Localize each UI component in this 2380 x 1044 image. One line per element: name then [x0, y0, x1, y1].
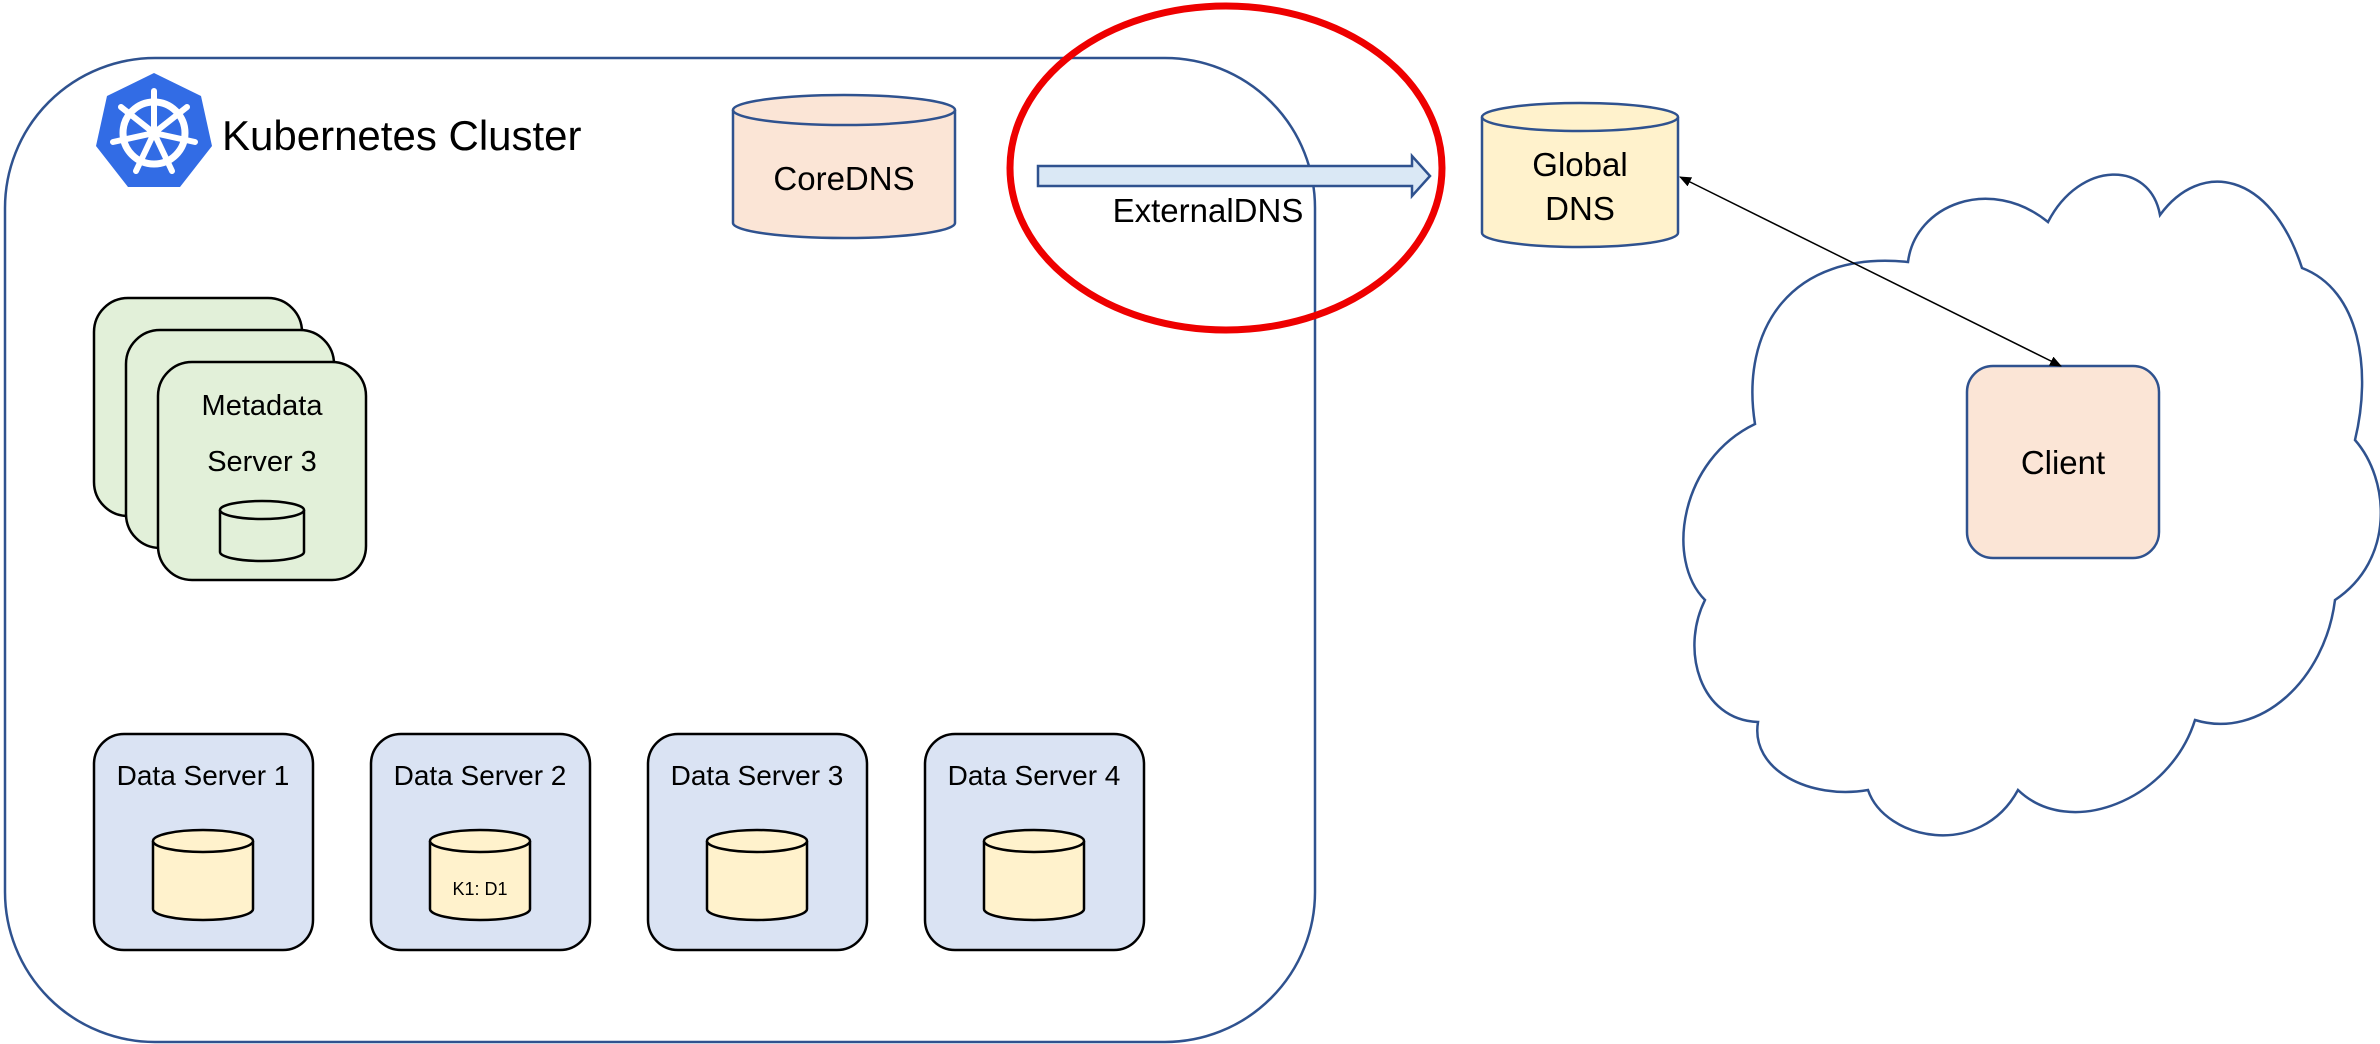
data-server-label: Data Server 3 — [671, 760, 844, 791]
cluster-title: Kubernetes Cluster — [222, 112, 582, 159]
data-database-icon — [151, 828, 255, 922]
coredns-label: CoreDNS — [773, 160, 914, 197]
client-label: Client — [2021, 444, 2105, 481]
external-dns-arrow: ExternalDNS — [1036, 152, 1432, 229]
global-dns-line1: Global — [1532, 146, 1627, 183]
metadata-database-icon — [218, 499, 306, 563]
highlight-circle — [1006, 2, 1446, 334]
dns-client-connector — [1679, 176, 2062, 367]
data-server-2: Data Server 2 K1: D1 — [369, 732, 592, 952]
data-server-1: Data Server 1 — [92, 732, 315, 952]
data-server-label: Data Server 4 — [948, 760, 1121, 791]
metadata-server-line1: Metadata — [202, 390, 324, 422]
data-database-icon — [982, 828, 1086, 922]
global-dns-database: Global DNS — [1480, 101, 1680, 249]
external-dns-label: ExternalDNS — [1113, 192, 1304, 229]
metadata-server-line2: Server 3 — [207, 446, 317, 478]
data-server-label: Data Server 2 — [394, 760, 567, 791]
data-server-3: Data Server 3 — [646, 732, 869, 952]
metadata-server-card-front — [156, 360, 368, 582]
data-database-icon — [705, 828, 809, 922]
client-node: Client — [1965, 364, 2161, 560]
data-server-label: Data Server 1 — [117, 760, 290, 791]
metadata-server-stack: Metadata Server 3 — [92, 296, 368, 582]
data-database-icon: K1: D1 — [428, 828, 532, 922]
database-key-label: K1: D1 — [452, 879, 507, 899]
data-server-4: Data Server 4 — [923, 732, 1146, 952]
global-dns-line2: DNS — [1545, 190, 1615, 227]
kubernetes-helm-icon — [96, 73, 212, 187]
coredns-database: CoreDNS — [731, 93, 957, 240]
kubernetes-cluster-boundary — [3, 56, 1317, 1044]
